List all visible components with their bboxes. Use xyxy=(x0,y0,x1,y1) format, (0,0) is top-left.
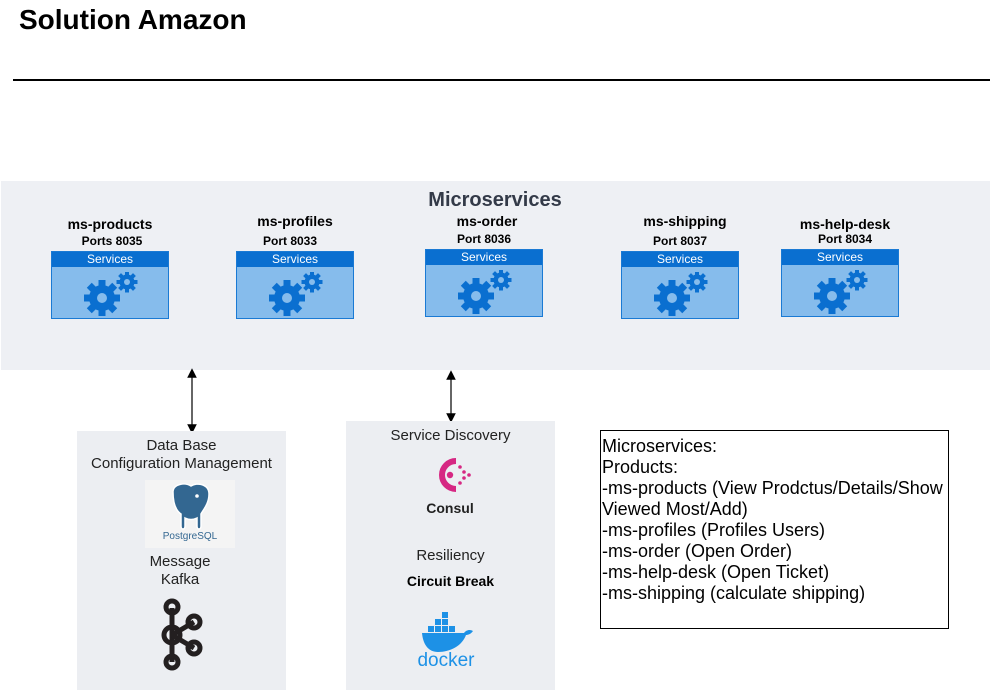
consul-icon xyxy=(439,458,471,492)
service-name: ms-profiles xyxy=(257,213,333,229)
gears-icon xyxy=(458,270,512,314)
notes-line: -ms-products (View Prodctus/Details/Show xyxy=(602,478,943,498)
circuit-break-label: Circuit Break xyxy=(406,573,495,589)
service-discovery-label: Service Discovery xyxy=(390,427,511,444)
service-port: Port 8033 xyxy=(262,234,318,248)
notes-line: -ms-help-desk (Open Ticket) xyxy=(602,562,830,582)
notes-line: -ms-shipping (calculate shipping) xyxy=(602,583,866,603)
gears-icon xyxy=(814,270,868,314)
kafka-label: Kafka xyxy=(160,571,200,588)
postgresql-logo: PostgreSQL xyxy=(145,480,235,548)
service-box-label: Services xyxy=(782,250,898,265)
service-port: Port 8036 xyxy=(456,232,512,246)
gears-icon xyxy=(269,272,323,316)
consul-logo-text: Consul xyxy=(426,500,474,516)
service-box-label: Services xyxy=(426,250,542,265)
service-box[interactable]: Services xyxy=(781,249,899,317)
kafka-icon xyxy=(161,598,203,671)
database-panel xyxy=(77,431,286,690)
gears-icon xyxy=(84,272,138,316)
service-port: Port 8034 xyxy=(817,232,873,246)
docker-whale-icon xyxy=(422,612,473,652)
docker-logo-text: docker xyxy=(417,650,475,671)
notes-line: -ms-profiles (Profiles Users) xyxy=(602,520,826,540)
service-name: ms-products xyxy=(67,216,153,232)
resiliency-label: Resiliency xyxy=(416,547,485,564)
notes-line: Microservices: xyxy=(602,436,718,456)
notes-line: Products: xyxy=(602,457,679,477)
notes-line: -ms-order (Open Order) xyxy=(602,541,793,561)
message-label: Message xyxy=(149,553,211,570)
config-management-label: Configuration Management xyxy=(91,455,272,472)
service-box-label: Services xyxy=(237,252,353,267)
service-port: Port 8037 xyxy=(652,234,708,248)
notes-line: Viewed Most/Add) xyxy=(602,499,748,519)
page-title: Solution Amazon xyxy=(19,4,247,35)
service-box-label: Services xyxy=(622,252,738,267)
title-divider xyxy=(13,79,990,81)
postgresql-elephant-icon xyxy=(172,483,210,530)
service-name: ms-order xyxy=(456,213,518,229)
microservices-heading: Microservices xyxy=(428,189,562,211)
gears-icon xyxy=(654,272,708,316)
service-port: Ports 8035 xyxy=(81,234,143,248)
notes-box: Microservices: Products: -ms-products (V… xyxy=(600,430,949,629)
service-box[interactable]: Services xyxy=(51,251,169,319)
service-name: ms-shipping xyxy=(643,213,727,229)
service-name: ms-help-desk xyxy=(799,216,891,232)
service-box[interactable]: Services xyxy=(236,251,354,319)
postgresql-logo-text: PostgreSQL xyxy=(162,531,218,542)
service-box[interactable]: Services xyxy=(621,251,739,319)
database-label: Data Base xyxy=(146,437,217,454)
service-box-label: Services xyxy=(52,252,168,267)
service-box[interactable]: Services xyxy=(425,249,543,317)
